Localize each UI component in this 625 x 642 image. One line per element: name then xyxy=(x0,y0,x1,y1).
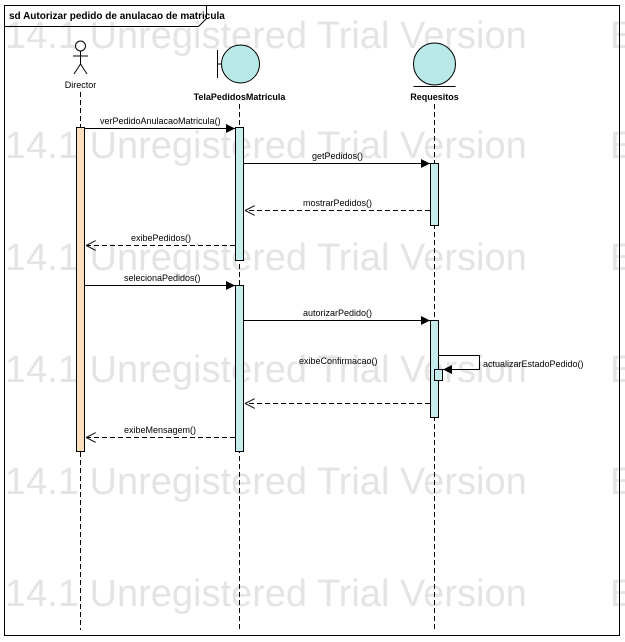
watermark-line: 14.1 Unregistered Trial Version xyxy=(5,573,527,615)
entity-icon xyxy=(413,42,456,87)
lifeline-requesitos-name: Requesitos xyxy=(410,92,459,102)
diagram-frame xyxy=(4,5,620,636)
message-label: exibeConfirmacao() xyxy=(299,356,378,366)
lifeline-director-name: Director xyxy=(65,80,97,90)
frame-title-tab xyxy=(4,5,207,27)
message-label: autorizarPedido() xyxy=(303,308,372,318)
boundary-icon xyxy=(217,44,260,84)
activation-bar-requesitos-nested xyxy=(434,369,443,381)
frame-title: sd Autorizar pedido de anulacao de matri… xyxy=(9,11,225,22)
message-label: mostrarPedidos() xyxy=(303,198,372,208)
message-label: selecionaPedidos() xyxy=(124,273,201,283)
lifeline-tela-name: TelaPedidosMatricula xyxy=(194,92,287,102)
actor-icon xyxy=(73,40,88,75)
activation-bar-tela xyxy=(235,285,244,452)
watermark-line: 14.1 Unregistered Trial Version xyxy=(5,461,527,503)
message-label: getPedidos() xyxy=(312,151,363,161)
activation-bar-requesitos xyxy=(430,163,439,226)
watermark-edge: E xyxy=(610,349,625,391)
watermark-line: 14.1 Unregistered Trial Version xyxy=(5,125,527,167)
message-label: actualizarEstadoPedido() xyxy=(483,359,584,369)
watermark-edge: E xyxy=(610,125,625,167)
activation-bar-director xyxy=(76,127,85,452)
message-arrow-self xyxy=(439,355,480,374)
message-label: exibeMensagem() xyxy=(124,425,196,435)
message-label: exibePedidos() xyxy=(131,233,191,243)
watermark-edge: E xyxy=(610,237,625,279)
message-label: verPedidoAnulacaoMatricula() xyxy=(100,116,221,126)
watermark-edge: E xyxy=(610,573,625,615)
watermark-edge: E xyxy=(610,461,625,503)
activation-bar-tela xyxy=(235,127,244,261)
watermark-edge: E xyxy=(610,15,625,57)
